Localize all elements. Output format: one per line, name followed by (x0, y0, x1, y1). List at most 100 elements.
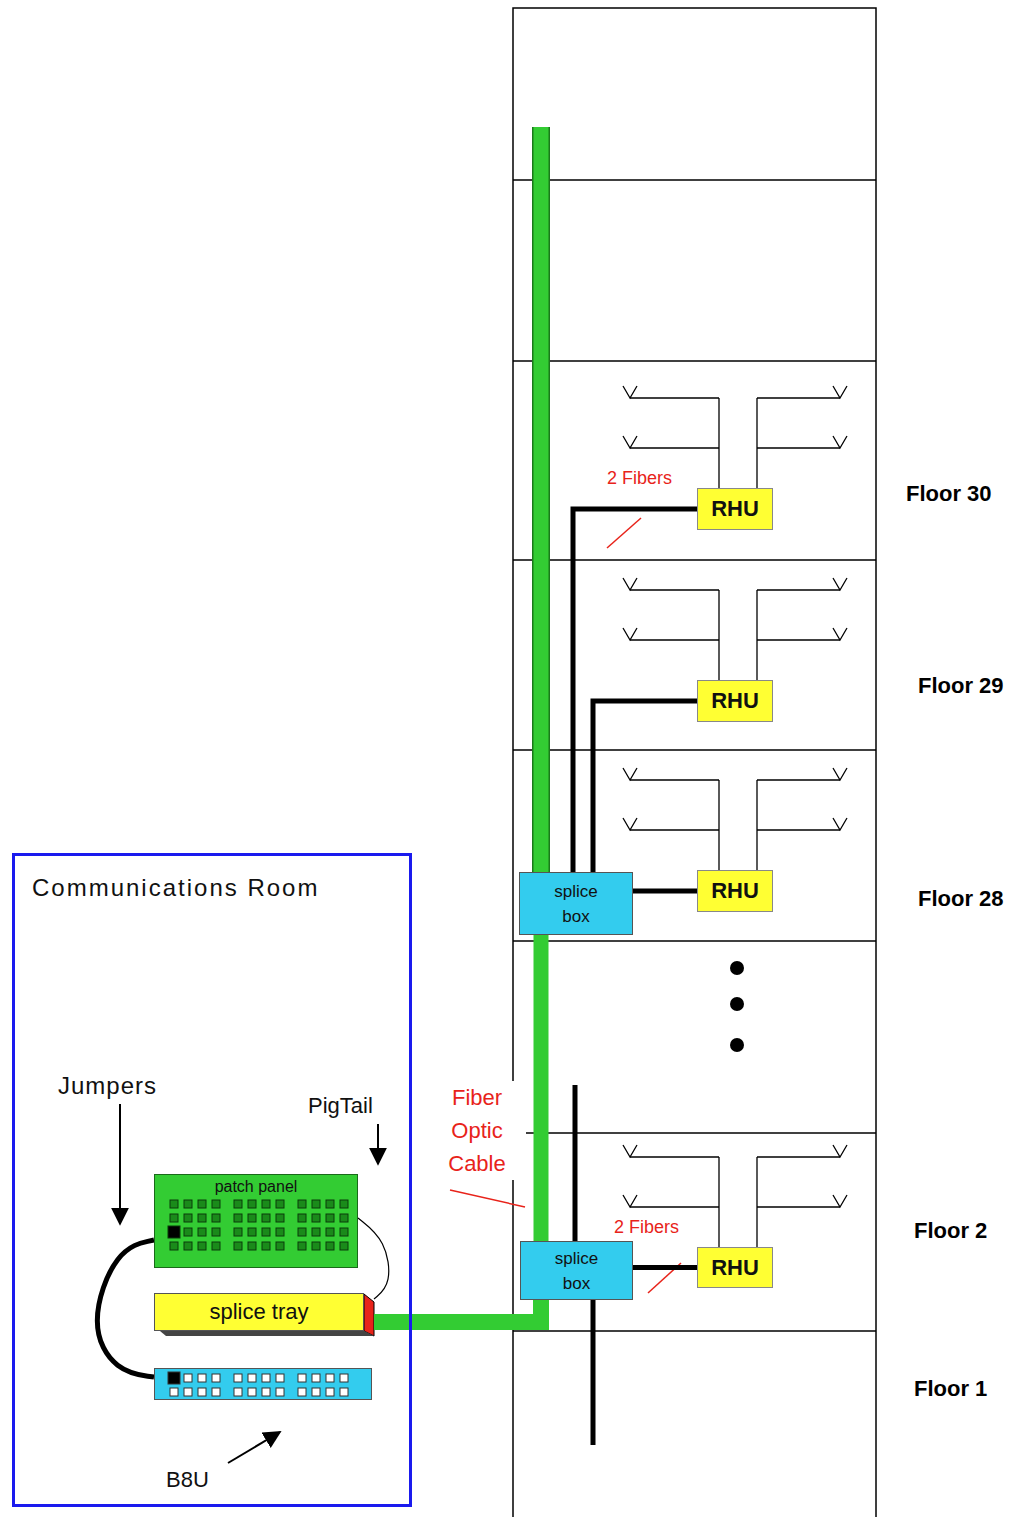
antenna-wiring (718, 590, 719, 680)
port (262, 1388, 270, 1396)
antenna-wiring (623, 628, 637, 640)
port (198, 1242, 206, 1250)
ellipsis-dots (730, 1038, 744, 1052)
rhu-box-label: RHU (711, 1255, 759, 1281)
jumper-port (168, 1226, 180, 1238)
port (212, 1388, 220, 1396)
port (234, 1214, 242, 1222)
building (513, 8, 876, 1517)
antenna-wiring (623, 386, 847, 1247)
port (248, 1388, 256, 1396)
port (276, 1200, 284, 1208)
port (184, 1242, 192, 1250)
port (276, 1374, 284, 1382)
splice-tray-side (364, 1294, 374, 1336)
antenna-wiring (757, 829, 840, 830)
fiber-link (97, 1240, 154, 1377)
antenna-wiring (718, 398, 719, 488)
port (234, 1200, 242, 1208)
splice-box: splice box (519, 872, 633, 935)
port (340, 1388, 348, 1396)
leader-line (450, 1190, 525, 1207)
port (262, 1200, 270, 1208)
antenna-wiring (757, 1206, 840, 1207)
port (234, 1374, 242, 1382)
port (198, 1214, 206, 1222)
callout-arrow (119, 1104, 121, 1224)
antenna-wiring (756, 780, 757, 870)
building (513, 360, 876, 362)
cable-label: Fiber Optic Cable (428, 1081, 526, 1180)
callout-arrow (120, 1104, 378, 1463)
port (340, 1200, 348, 1208)
port (340, 1242, 348, 1250)
fiber-riser (534, 935, 549, 1241)
port (212, 1374, 220, 1382)
port (340, 1214, 348, 1222)
port (212, 1242, 220, 1250)
splice-box-label: splice box (547, 1246, 607, 1296)
port (312, 1374, 320, 1382)
port (312, 1214, 320, 1222)
building (513, 8, 876, 1517)
port (326, 1200, 334, 1208)
port (298, 1388, 306, 1396)
fiber-link (573, 509, 697, 872)
antenna-wiring (756, 398, 757, 488)
port (198, 1388, 206, 1396)
jumper-port (168, 1372, 180, 1384)
floor-label: Floor 29 (918, 673, 1004, 699)
antenna-wiring (833, 628, 847, 640)
ellipsis-dots (730, 961, 744, 975)
rhu-box-label: RHU (711, 878, 759, 904)
antenna-wiring (623, 1145, 637, 1157)
antenna-wiring (756, 590, 757, 680)
port (276, 1242, 284, 1250)
downlink-cable (591, 1296, 596, 1445)
port (312, 1242, 320, 1250)
fiber-count-label: 2 Fibers (606, 468, 673, 489)
port (184, 1200, 192, 1208)
port (234, 1388, 242, 1396)
port (198, 1374, 206, 1382)
antenna-wiring (833, 1195, 847, 1207)
antenna-wiring (630, 1156, 719, 1157)
port (248, 1228, 256, 1236)
antenna-wiring (630, 1206, 719, 1207)
fiber-link (633, 889, 697, 894)
antenna-wiring (718, 1157, 719, 1247)
downlink-cable (573, 1085, 578, 1245)
port (298, 1200, 306, 1208)
splice-tray: splice tray (154, 1293, 364, 1331)
b8u-unit: B8U (154, 1368, 372, 1400)
antenna-wiring (718, 780, 719, 870)
port (248, 1214, 256, 1222)
port (326, 1214, 334, 1222)
antenna-wiring (757, 1156, 840, 1157)
rhu-box: RHU (697, 680, 773, 722)
port (298, 1228, 306, 1236)
callout-label: PigTail (308, 1093, 373, 1119)
splice-box-label: splice box (546, 879, 606, 929)
antenna-wiring (630, 447, 719, 448)
port (276, 1228, 284, 1236)
fiber-link (633, 1265, 697, 1270)
port (326, 1374, 334, 1382)
antenna-wiring (833, 1145, 847, 1157)
port (262, 1214, 270, 1222)
antenna-wiring (623, 436, 637, 448)
port (184, 1374, 192, 1382)
building (513, 940, 876, 942)
port (248, 1242, 256, 1250)
antenna-wiring (630, 829, 719, 830)
fiber-count-slash (607, 518, 641, 548)
room-boundary-label: Communications Room (32, 874, 319, 902)
building (513, 1132, 876, 1134)
antenna-wiring (833, 818, 847, 830)
port (262, 1242, 270, 1250)
port (262, 1228, 270, 1236)
port (184, 1388, 192, 1396)
port (234, 1242, 242, 1250)
